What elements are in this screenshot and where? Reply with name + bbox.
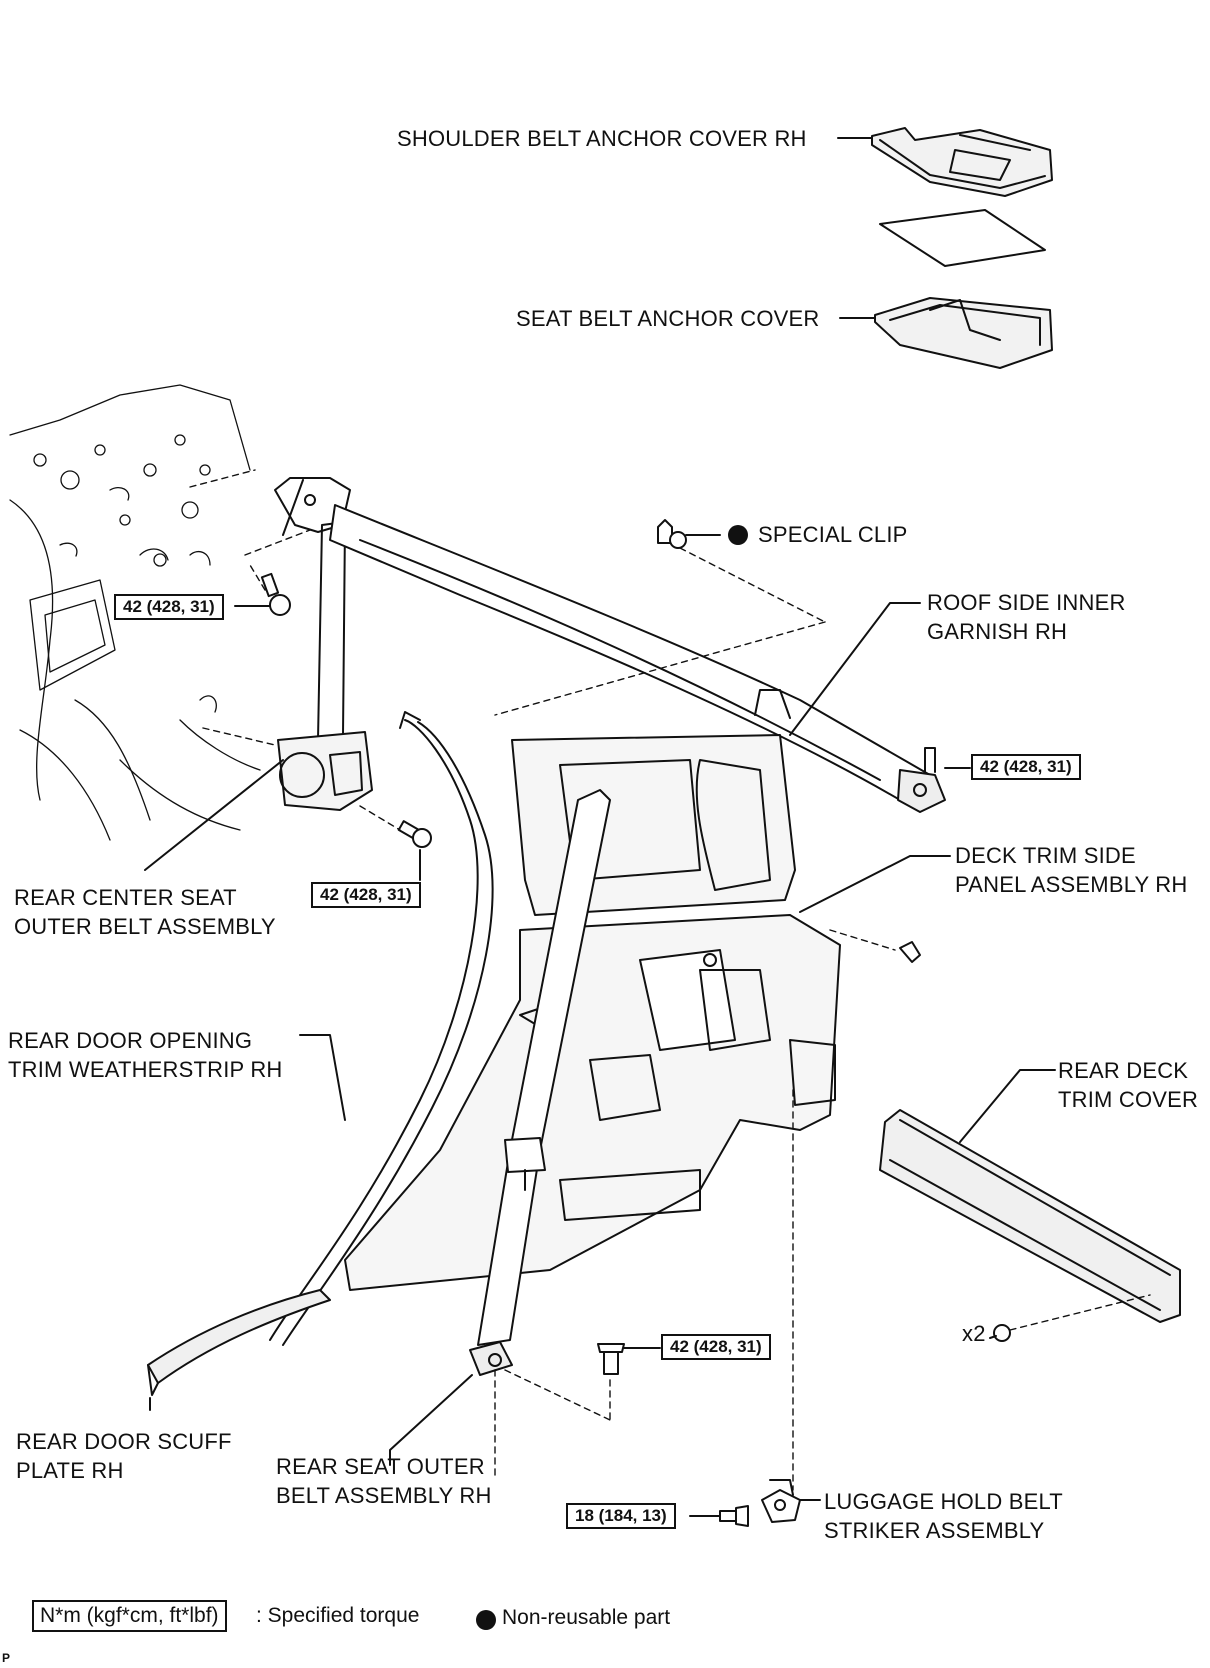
label-rear-seat-outer-belt-line2: BELT ASSEMBLY RH bbox=[276, 1483, 492, 1508]
shoulder-belt-anchor-cover-part bbox=[871, 127, 1053, 197]
seat-belt-anchor-cover-part bbox=[874, 297, 1053, 369]
label-roof-side-inner-garnish-line1: ROOF SIDE INNER bbox=[927, 590, 1126, 615]
label-seat-belt-anchor-cover: SEAT BELT ANCHOR COVER bbox=[516, 306, 820, 331]
special-clip-part bbox=[657, 519, 721, 549]
label-rear-door-weatherstrip-line2: TRIM WEATHERSTRIP RH bbox=[8, 1057, 283, 1082]
label-rear-deck-trim-cover-line2: TRIM COVER bbox=[1058, 1087, 1199, 1112]
legend-torque-key: N*m (kgf*cm, ft*lbf) bbox=[32, 1600, 227, 1632]
non-reusable-dot-icon bbox=[728, 525, 748, 545]
striker-bolt bbox=[689, 1505, 749, 1527]
torque-retractor-bolt: 42 (428, 31) bbox=[311, 882, 421, 908]
label-rear-door-scuff-line2: PLATE RH bbox=[16, 1458, 124, 1483]
label-rear-center-seat-belt-line1: REAR CENTER SEAT bbox=[14, 885, 237, 910]
body-panel-sketch bbox=[9, 384, 261, 841]
upper-anchor-bolt bbox=[234, 572, 291, 616]
legend-torque-description: : Specified torque bbox=[256, 1604, 420, 1627]
label-luggage-striker-line2: STRIKER ASSEMBLY bbox=[824, 1518, 1045, 1543]
rear-door-weatherstrip-part bbox=[269, 711, 494, 1346]
label-rear-seat-outer-belt-line1: REAR SEAT OUTER bbox=[276, 1454, 485, 1479]
torque-striker-bolt: 18 (184, 13) bbox=[566, 1503, 676, 1529]
label-deck-trim-side-panel-line1: DECK TRIM SIDE bbox=[955, 843, 1136, 868]
deck-cover-clip bbox=[989, 1324, 1011, 1342]
upper-anchor-guide-lines bbox=[189, 469, 311, 591]
label-rear-door-scuff-line1: REAR DOOR SCUFF bbox=[16, 1429, 232, 1454]
label-rear-door-weatherstrip-line1: REAR DOOR OPENING bbox=[8, 1028, 253, 1053]
anchor-cover-pad-part bbox=[879, 209, 1046, 267]
label-rear-deck-trim-cover-line1: REAR DECK bbox=[1058, 1058, 1189, 1083]
label-deck-trim-side-panel-line2: PANEL ASSEMBLY RH bbox=[955, 872, 1188, 897]
rear-deck-trim-cover-part bbox=[879, 1109, 1181, 1323]
roof-side-inner-garnish-part bbox=[329, 504, 946, 813]
label-special-clip: SPECIAL CLIP bbox=[758, 522, 908, 547]
luggage-striker-part bbox=[761, 1479, 801, 1523]
torque-upper-anchor-bolt: 42 (428, 31) bbox=[114, 594, 224, 620]
special-clip-guide-lines bbox=[494, 547, 826, 716]
label-rear-center-seat-belt-line2: OUTER BELT ASSEMBLY bbox=[14, 914, 276, 939]
label-luggage-striker-line1: LUGGAGE HOLD BELT bbox=[824, 1489, 1063, 1514]
torque-roof-anchor-bolt: 42 (428, 31) bbox=[971, 754, 1081, 780]
legend-non-reusable-description: Non-reusable part bbox=[502, 1606, 671, 1629]
corner-mark: P bbox=[2, 1651, 11, 1665]
rear-seat-outer-belt-part bbox=[469, 789, 611, 1376]
floor-anchor-bolt bbox=[504, 1343, 661, 1421]
legend-non-reusable-dot-icon bbox=[476, 1610, 496, 1630]
deck-trim-clip bbox=[829, 929, 921, 963]
rear-center-seat-belt-part bbox=[274, 477, 373, 811]
rear-door-scuff-plate-part bbox=[147, 1289, 331, 1396]
label-roof-side-inner-garnish-line2: GARNISH RH bbox=[927, 619, 1068, 644]
label-quantity-x2: x2 bbox=[962, 1321, 986, 1346]
torque-floor-anchor-bolt: 42 (428, 31) bbox=[661, 1334, 771, 1360]
label-shoulder-belt-anchor-cover: SHOULDER BELT ANCHOR COVER RH bbox=[397, 126, 807, 151]
retractor-bolt bbox=[397, 820, 432, 881]
